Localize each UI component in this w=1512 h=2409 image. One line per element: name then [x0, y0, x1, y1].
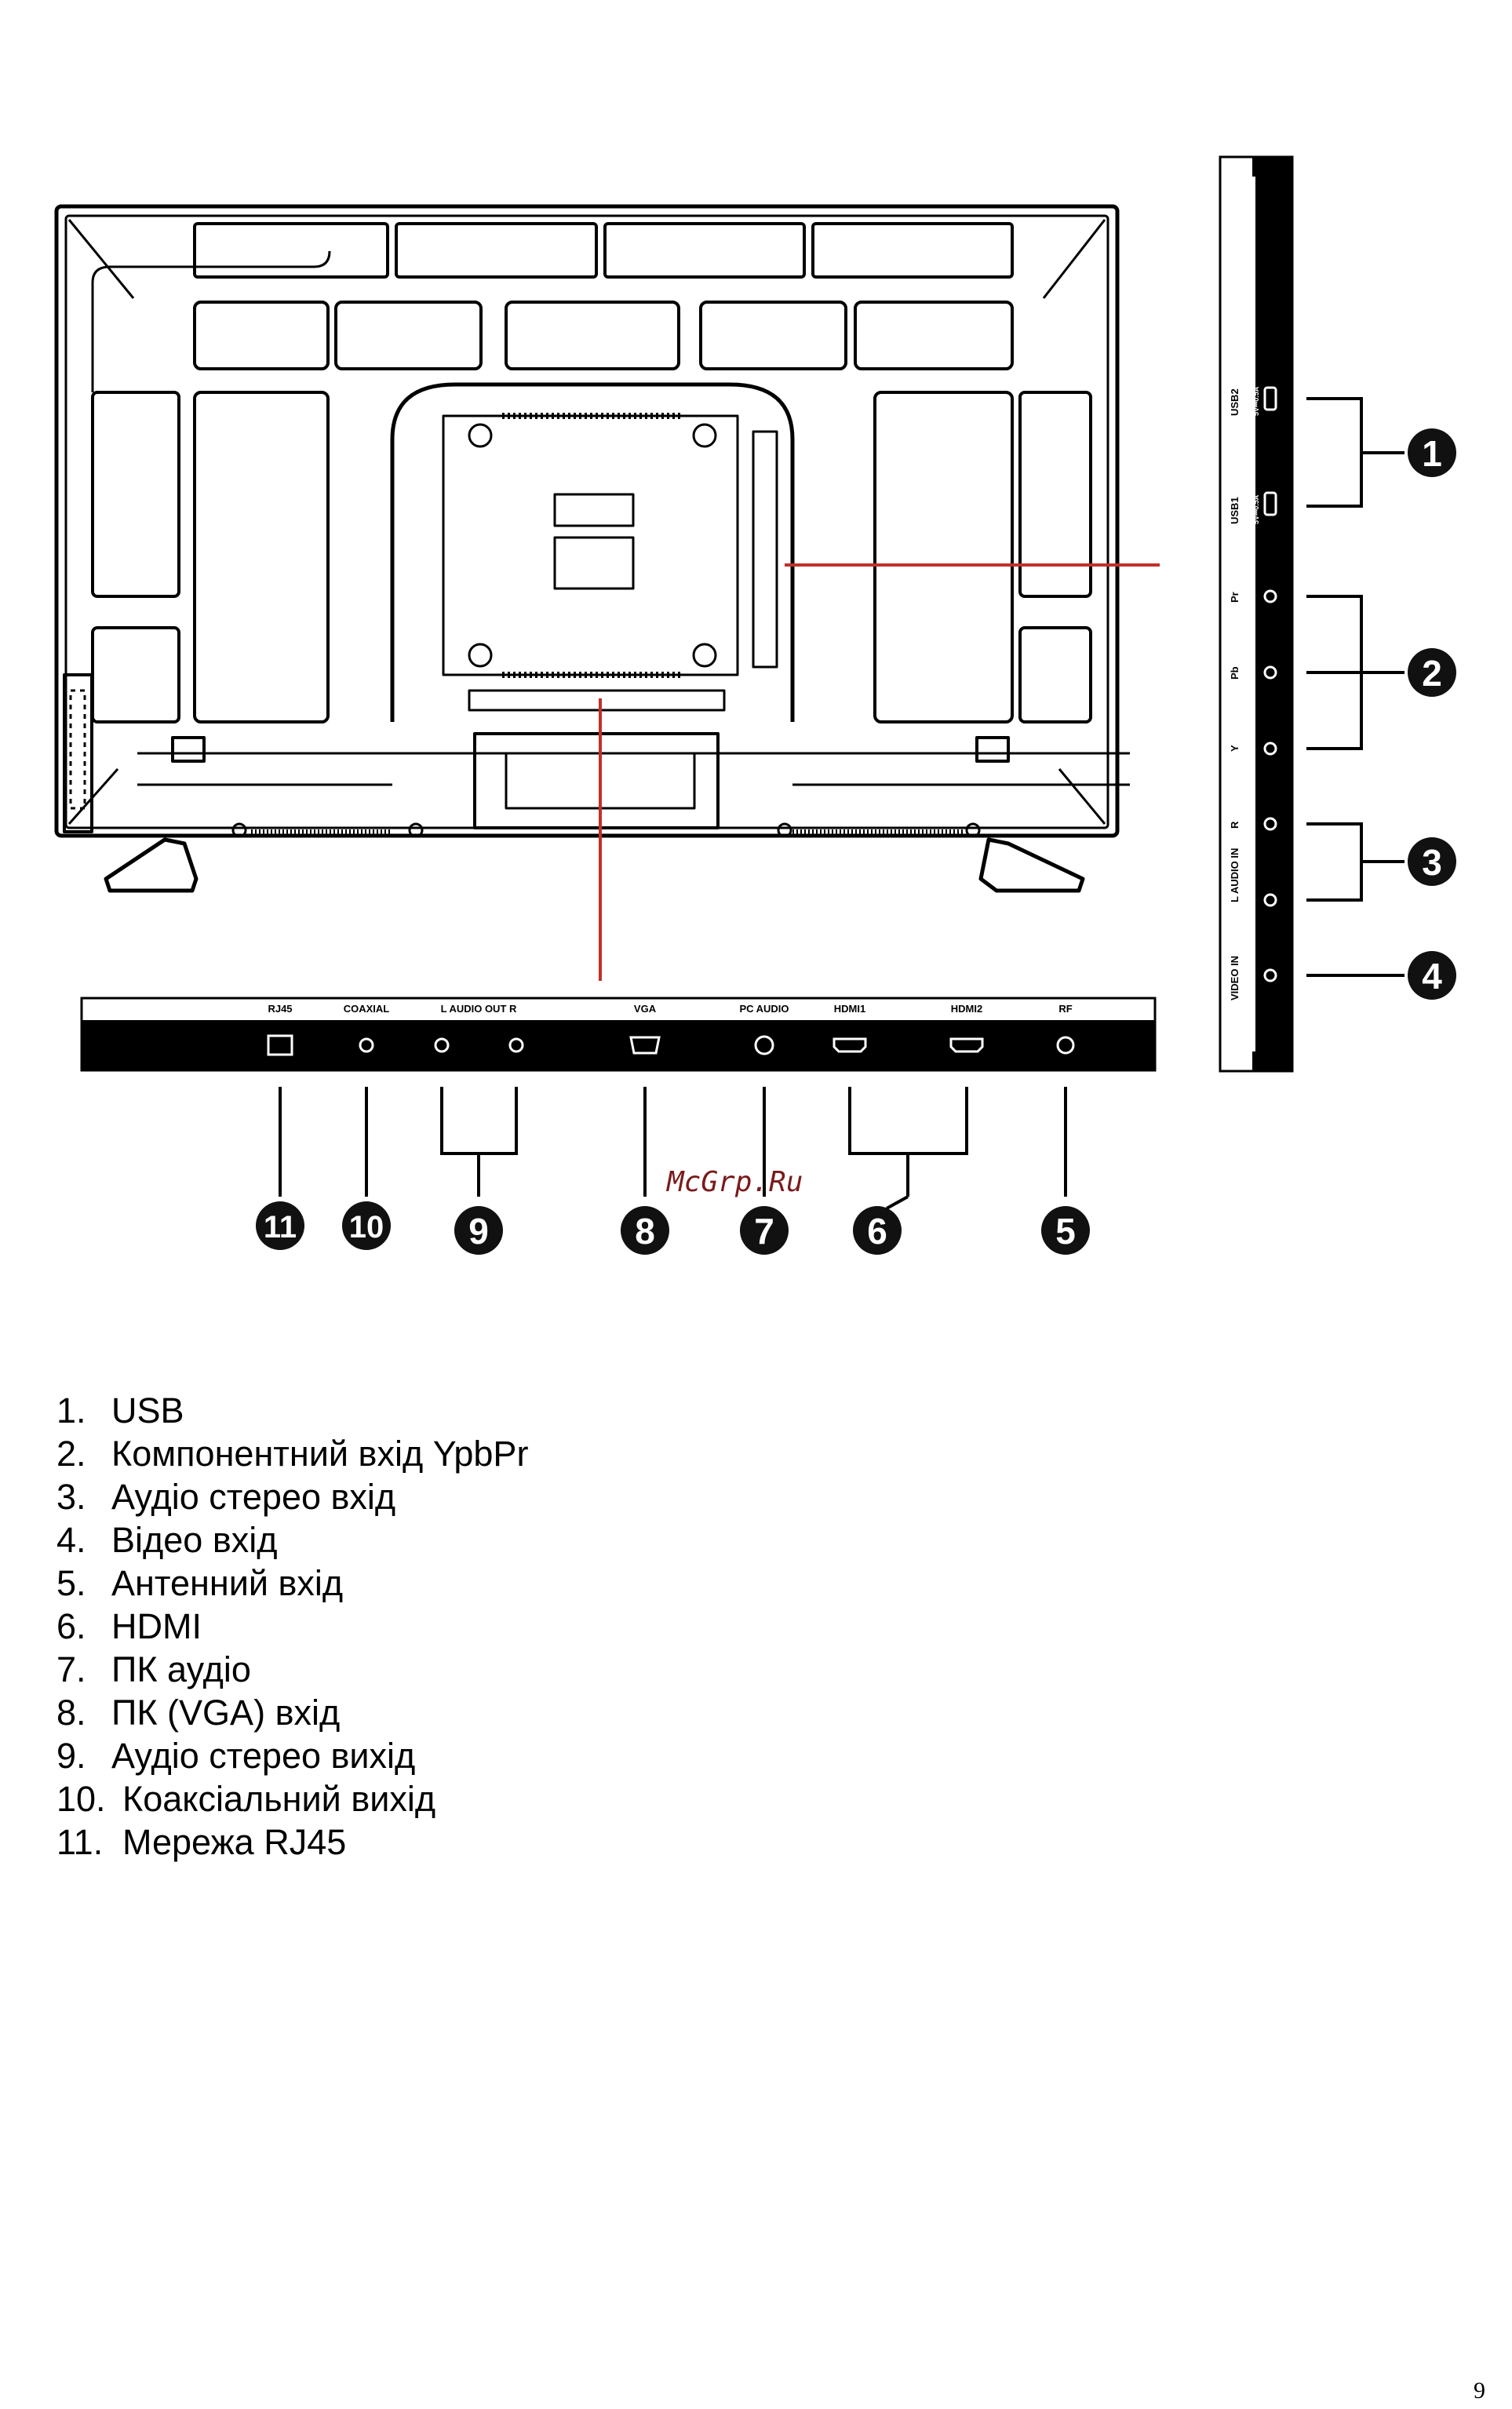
audio-l-jack-icon	[1263, 893, 1277, 907]
pc-audio-label: PC AUDIO	[739, 1003, 789, 1015]
video-in-jack-icon	[1263, 968, 1277, 982]
bottom-connector-panel: RJ45 COAXIAL L AUDIO OUT R VGA PC AUDIO …	[80, 997, 1157, 1072]
coaxial-label: COAXIAL	[344, 1003, 390, 1015]
svg-text:10: 10	[349, 1210, 384, 1245]
legend-item: 5.Антенний вхід	[56, 1563, 344, 1603]
watermark-text: McGrp.Ru	[665, 1166, 803, 1198]
tv-rear-connection-diagram: USB2 USB1 5V⎓0.5A 5V⎓0.5A Pr Pb Y R L AU…	[54, 155, 1456, 1255]
usb1-port-icon	[1263, 491, 1277, 516]
pb-jack-icon	[1263, 665, 1277, 680]
y-label: Y	[1229, 745, 1241, 752]
callout-2-badge	[1408, 648, 1456, 697]
audio-out-r-port-icon	[508, 1037, 524, 1053]
svg-text:3: 3	[1422, 842, 1442, 883]
coaxial-port-icon	[359, 1037, 374, 1053]
side-callouts: 1 2 3 4	[1408, 428, 1456, 1000]
callout-6-badge	[853, 1206, 902, 1255]
bottom-callout-brackets	[279, 1087, 1067, 1197]
legend-item: 3.Аудіо стерео вхід	[56, 1477, 396, 1517]
vga-label: VGA	[634, 1003, 657, 1015]
y-jack-icon	[1263, 742, 1277, 756]
callout-9-badge	[454, 1206, 503, 1255]
usb2-label: USB2	[1229, 388, 1241, 416]
hdmi2-label: HDMI2	[951, 1003, 982, 1015]
legend-item: 10.Коаксіальний вихід	[56, 1779, 436, 1819]
tv-back-drawing	[54, 204, 1130, 893]
legend-item: 9.Аудіо стерео вихід	[56, 1736, 416, 1776]
audio-out-l-port-icon	[434, 1037, 450, 1053]
r-label: R	[1229, 821, 1241, 829]
audio-r-jack-icon	[1263, 817, 1277, 831]
legend-item: 2.Компонентний вхід YpbPr	[56, 1434, 529, 1474]
legend-item: 11.Мережа RJ45	[56, 1822, 347, 1862]
callout-7-badge	[740, 1206, 789, 1255]
leader-lines	[599, 563, 1160, 981]
callout-4-badge	[1408, 951, 1456, 1000]
video-in-label: VIDEO IN	[1229, 956, 1241, 1000]
hdmi1-port-icon	[833, 1037, 867, 1053]
pb-label: Pb	[1229, 666, 1241, 680]
svg-text:4: 4	[1422, 956, 1442, 997]
callout-8-badge	[621, 1206, 669, 1255]
legend-item: 7.ПК аудіо	[56, 1649, 251, 1689]
pc-audio-port-icon	[754, 1035, 774, 1055]
callout-3-badge	[1408, 837, 1456, 886]
legend-item: 8.ПК (VGA) вхід	[56, 1693, 341, 1733]
callout-5-badge	[1041, 1206, 1090, 1255]
rf-label: RF	[1058, 1003, 1072, 1015]
callout-10-badge	[342, 1201, 391, 1250]
bottom-callouts: 11 10 9 8 7 6 5	[256, 1201, 1090, 1255]
hdmi1-label: HDMI1	[834, 1003, 865, 1015]
pr-jack-icon	[1263, 589, 1277, 603]
svg-text:1: 1	[1422, 433, 1442, 474]
usb1-rating: 5V⎓0.5A	[1252, 494, 1260, 524]
svg-text:11: 11	[264, 1210, 297, 1245]
callout-6-link	[886, 1195, 909, 1210]
hdmi2-port-icon	[949, 1037, 984, 1053]
audio-out-label: L AUDIO OUT R	[441, 1003, 517, 1015]
svg-text:6: 6	[867, 1211, 887, 1252]
legend-item: 6.HDMI	[56, 1606, 202, 1646]
svg-text:8: 8	[635, 1211, 655, 1252]
audio-in-label: L AUDIO IN	[1229, 848, 1241, 902]
side-callout-brackets	[1306, 397, 1405, 977]
usb2-rating: 5V⎓0.5A	[1252, 386, 1260, 416]
svg-text:2: 2	[1422, 653, 1442, 694]
page-number: 9	[1474, 2378, 1485, 2404]
rj45-label: RJ45	[268, 1003, 292, 1015]
legend-item: 4.Відео вхід	[56, 1520, 278, 1560]
usb2-port-icon	[1263, 386, 1277, 411]
svg-text:9: 9	[468, 1211, 489, 1252]
svg-text:5: 5	[1055, 1211, 1076, 1252]
side-connector-panel: USB2 USB1 5V⎓0.5A 5V⎓0.5A Pr Pb Y R L AU…	[1219, 155, 1294, 1073]
svg-text:7: 7	[754, 1211, 774, 1252]
connector-legend: 1.USB 2.Компонентний вхід YpbPr 3.Аудіо …	[56, 1389, 528, 1864]
rj45-port-icon	[267, 1034, 293, 1056]
legend-item: 1.USB	[56, 1390, 184, 1430]
pr-label: Pr	[1229, 592, 1241, 603]
callout-11-badge	[256, 1201, 304, 1250]
vga-port-icon	[629, 1036, 661, 1055]
usb1-label: USB1	[1229, 497, 1241, 524]
rf-port-icon	[1056, 1036, 1075, 1055]
callout-1-badge	[1408, 428, 1456, 477]
